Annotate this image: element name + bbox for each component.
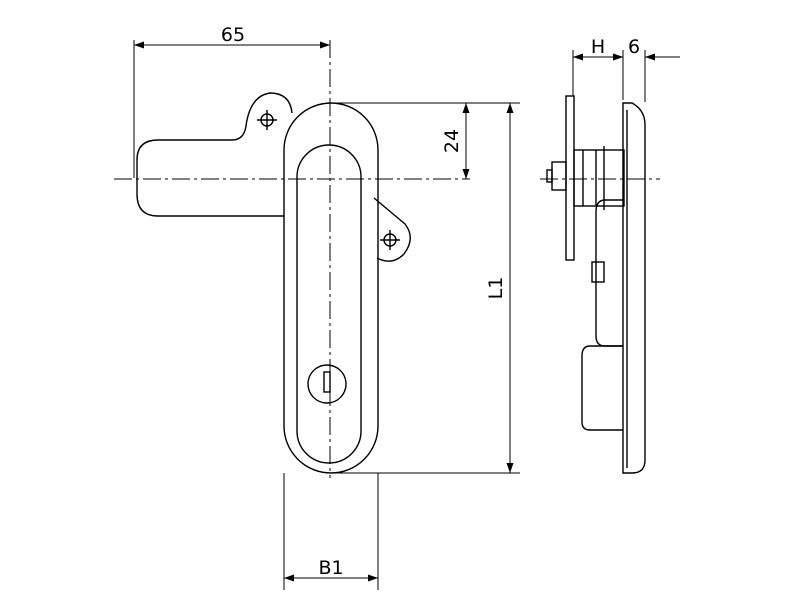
key-cylinder — [307, 364, 347, 404]
dim-b1-label: B1 — [318, 557, 343, 579]
mounting-lug — [373, 197, 411, 262]
nut — [551, 161, 567, 191]
front-view — [136, 92, 411, 474]
lock-body — [581, 345, 623, 431]
handle-outer — [283, 102, 379, 474]
lever-arm — [136, 92, 293, 217]
hole-marks — [257, 110, 400, 250]
handle-inner — [296, 144, 362, 464]
dim-6-label: 6 — [628, 36, 640, 58]
side-view — [546, 95, 646, 474]
center-lines — [114, 40, 660, 478]
dim-24-label: 24 — [441, 129, 463, 153]
shaft — [573, 149, 625, 207]
dim-h-label: H — [591, 36, 605, 58]
cam — [591, 261, 605, 283]
handle-profile — [622, 102, 646, 474]
extension-lines — [133, 40, 646, 590]
dim-l1-label: L1 — [485, 277, 507, 300]
dimension-lines — [134, 41, 680, 582]
dim-65-label: 65 — [221, 24, 245, 46]
panel-plate — [565, 95, 575, 261]
latch-body — [595, 199, 623, 347]
